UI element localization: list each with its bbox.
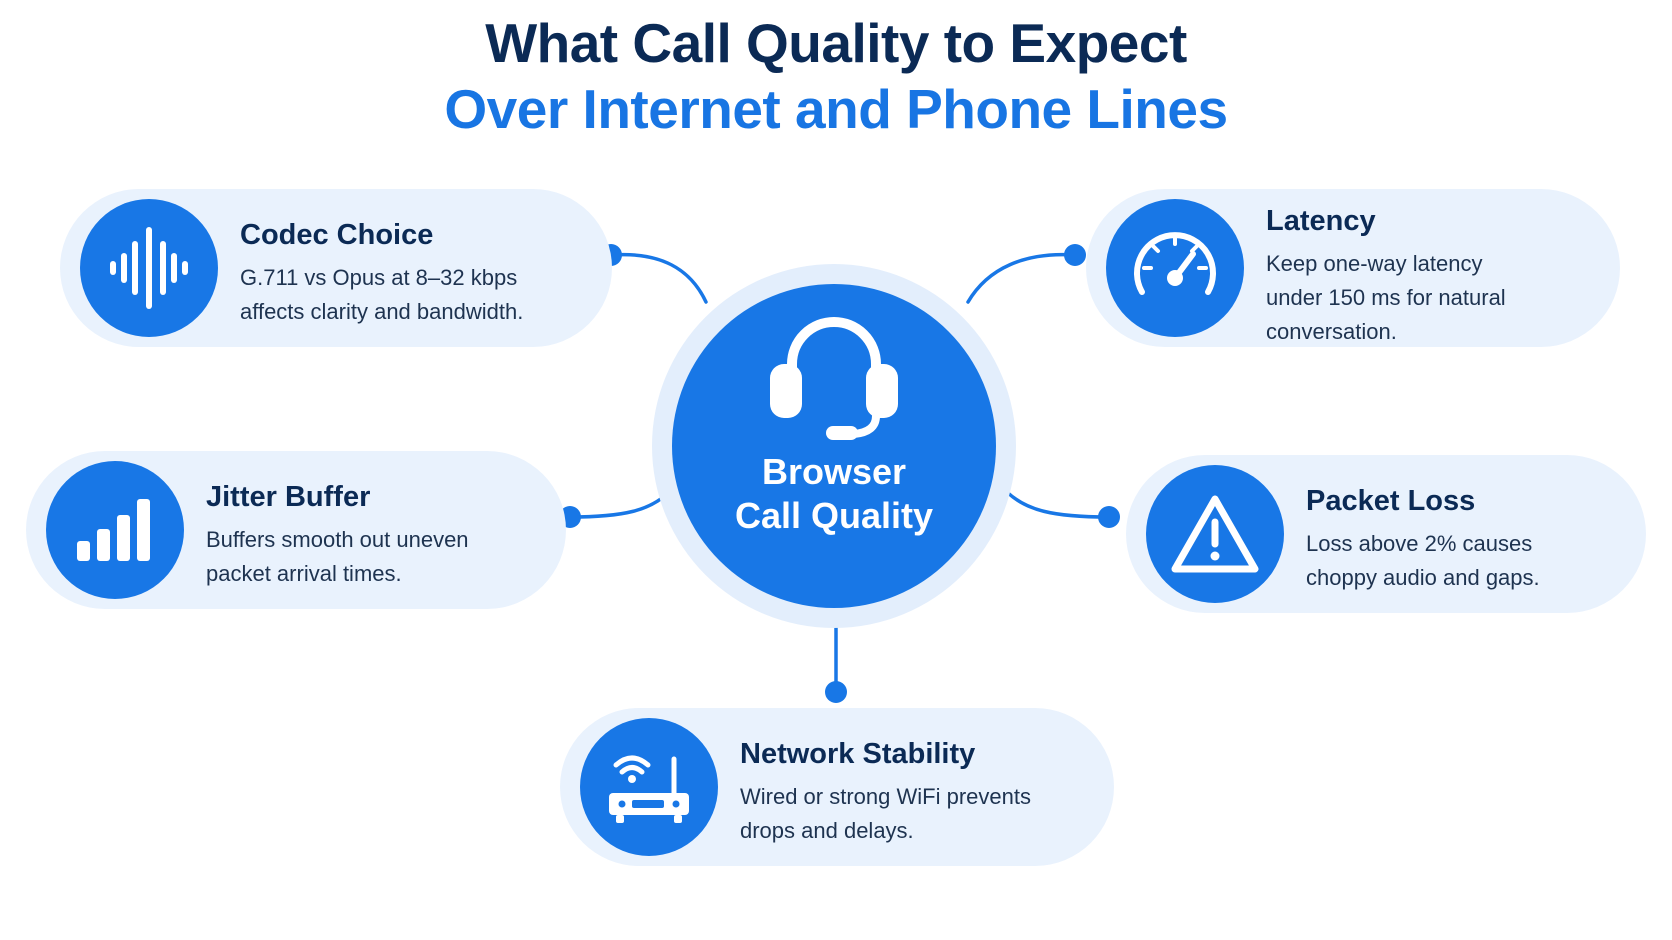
network-desc-line-2: drops and delays. <box>740 818 914 843</box>
connector-dot-latency <box>1064 244 1086 266</box>
icon-circle-jitter <box>46 461 184 599</box>
hub-label-line-1: Browser <box>761 451 907 492</box>
codec-title: Codec Choice <box>240 219 434 251</box>
packet-loss-title: Packet Loss <box>1306 485 1476 517</box>
packet-loss-description: Loss above 2% causes choppy audio and ga… <box>1306 527 1612 595</box>
icon-circle-network <box>580 718 718 856</box>
network-desc-line-1: Wired or strong WiFi prevents <box>740 784 1031 809</box>
latency-title: Latency <box>1266 205 1376 237</box>
wifi-router-icon <box>609 755 689 823</box>
codec-description: G.711 vs Opus at 8–32 kbps affects clari… <box>240 261 578 329</box>
connector-dot-network <box>825 681 847 703</box>
card-latency: Latency Keep one-way latency under 150 m… <box>1086 189 1620 347</box>
connector-latency <box>966 252 1076 304</box>
packet-loss-desc-line-1: Loss above 2% causes <box>1306 531 1533 556</box>
signal-bars-icon <box>77 499 150 561</box>
card-jitter-buffer: Jitter Buffer Buffers smooth out uneven … <box>26 451 566 609</box>
network-description: Wired or strong WiFi prevents drops and … <box>740 780 1080 848</box>
network-title: Network Stability <box>740 738 976 770</box>
jitter-desc-line-2: packet arrival times. <box>206 561 402 586</box>
jitter-desc-line-1: Buffers smooth out uneven <box>206 527 469 552</box>
sound-wave-icon <box>110 227 188 309</box>
codec-desc-line-2: affects clarity and bandwidth. <box>240 299 524 324</box>
icon-circle-latency <box>1106 199 1244 337</box>
codec-desc-line-1: G.711 vs Opus at 8–32 kbps <box>240 265 518 290</box>
connector-dot-packet-loss <box>1098 506 1120 528</box>
packet-loss-desc-line-2: choppy audio and gaps. <box>1306 565 1540 590</box>
connector-jitter <box>568 491 670 519</box>
card-codec-choice: Codec Choice G.711 vs Opus at 8–32 kbps … <box>60 189 612 347</box>
headset-icon <box>770 317 898 440</box>
latency-desc-line-1: Keep one-way latency <box>1266 251 1483 276</box>
hub-label: Browser Call Quality <box>735 450 933 538</box>
hub-label-line-2: Call Quality <box>734 495 934 536</box>
latency-desc-line-3: conversation. <box>1266 319 1397 344</box>
hub-circle: Browser Call Quality <box>672 284 996 608</box>
latency-description: Keep one-way latency under 150 ms for na… <box>1266 247 1586 349</box>
jitter-description: Buffers smooth out uneven packet arrival… <box>206 523 532 591</box>
icon-circle-codec <box>80 199 218 337</box>
title-line-2: Over Internet and Phone Lines <box>444 78 1228 140</box>
page-title: What Call Quality to Expect Over Interne… <box>0 10 1672 142</box>
speedometer-icon <box>1134 232 1216 295</box>
title-line-1: What Call Quality to Expect <box>485 12 1187 74</box>
connector-packet-loss <box>1006 491 1110 519</box>
connector-codec <box>611 252 708 304</box>
card-network-stability: Network Stability Wired or strong WiFi p… <box>560 708 1114 866</box>
warning-triangle-icon <box>1171 495 1259 573</box>
icon-circle-packet-loss <box>1146 465 1284 603</box>
jitter-title: Jitter Buffer <box>206 481 371 513</box>
latency-desc-line-2: under 150 ms for natural <box>1266 285 1506 310</box>
card-packet-loss: Packet Loss Loss above 2% causes choppy … <box>1126 455 1646 613</box>
